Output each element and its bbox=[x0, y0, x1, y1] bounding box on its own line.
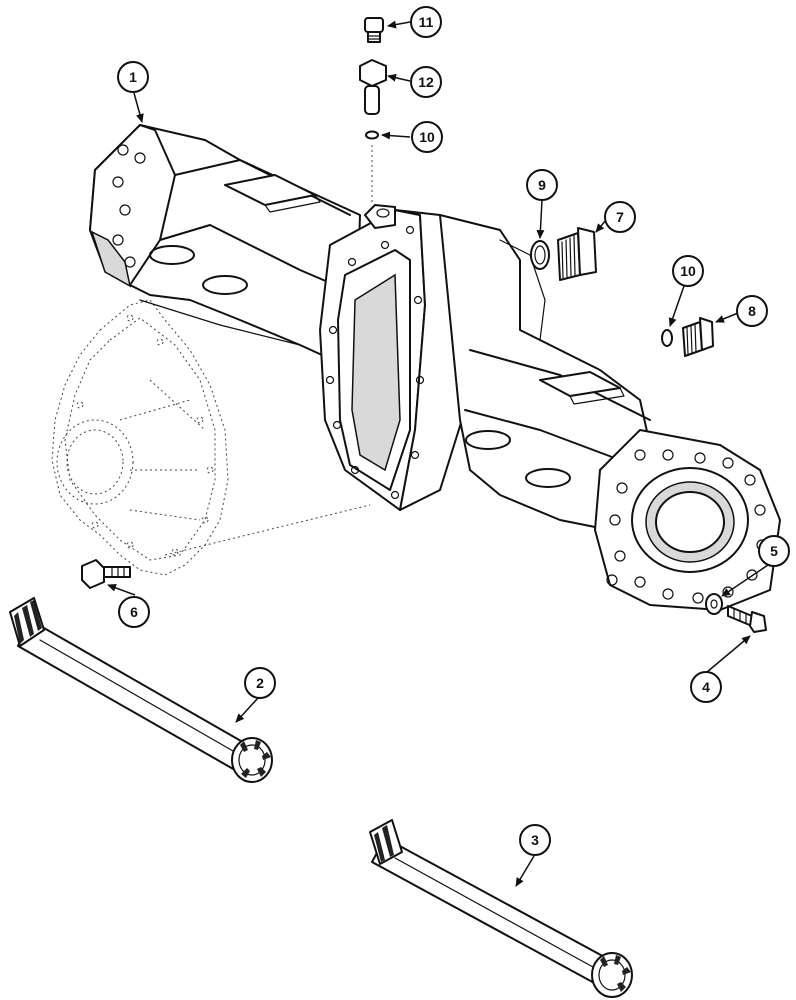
o-ring-top bbox=[365, 130, 379, 205]
left-flange-bolt-holes bbox=[112, 144, 146, 268]
callout-3-label: 3 bbox=[531, 832, 539, 848]
breather-plug bbox=[364, 17, 384, 43]
breather-fitting bbox=[359, 59, 387, 115]
callout-7: 7 bbox=[604, 201, 636, 233]
callout-2-label: 2 bbox=[256, 675, 264, 691]
callout-3: 3 bbox=[519, 824, 551, 856]
axle-housing bbox=[89, 124, 781, 611]
bolt-4 bbox=[727, 605, 767, 633]
callout-4: 4 bbox=[690, 671, 722, 703]
axle-shaft-3 bbox=[369, 819, 633, 998]
callout-7-label: 7 bbox=[616, 209, 624, 225]
callout-8-label: 8 bbox=[748, 303, 756, 319]
shaft-2-left-spline bbox=[9, 597, 45, 647]
differential-carrier bbox=[51, 299, 371, 576]
callout-1: 1 bbox=[117, 61, 149, 93]
carrier-bolt bbox=[81, 559, 131, 589]
callout-5: 5 bbox=[758, 535, 790, 567]
seal-washer-9 bbox=[530, 240, 550, 270]
carrier-bolt-holes bbox=[76, 314, 214, 556]
callout-9-label: 9 bbox=[538, 177, 546, 193]
callout-1-label: 1 bbox=[129, 69, 137, 85]
o-ring-10 bbox=[661, 329, 673, 347]
callout-10b-label: 10 bbox=[680, 263, 696, 279]
callout-6-label: 6 bbox=[130, 604, 138, 620]
right-flange-bolt-holes bbox=[606, 449, 768, 604]
plug-7 bbox=[557, 227, 597, 281]
shaft-2-right-spline bbox=[231, 737, 273, 783]
callout-2: 2 bbox=[244, 667, 276, 699]
callout-10b: 10 bbox=[672, 255, 704, 287]
shaft-3-left-spline bbox=[369, 819, 403, 865]
callout-12: 12 bbox=[410, 66, 442, 98]
callout-9: 9 bbox=[526, 169, 558, 201]
callout-5-label: 5 bbox=[770, 543, 778, 559]
callout-11: 11 bbox=[410, 6, 442, 38]
callout-6: 6 bbox=[118, 596, 150, 628]
callout-12-label: 12 bbox=[418, 74, 434, 90]
callout-10a-label: 10 bbox=[419, 129, 435, 145]
center-flange-bolt-holes bbox=[325, 225, 425, 500]
leader-lines bbox=[107, 20, 769, 887]
callout-10a: 10 bbox=[411, 121, 443, 153]
callout-4-label: 4 bbox=[702, 679, 710, 695]
callout-11-label: 11 bbox=[419, 14, 434, 30]
plug-8 bbox=[682, 317, 714, 357]
washer-5 bbox=[705, 593, 723, 615]
axle-shaft-2 bbox=[9, 597, 273, 783]
callout-8: 8 bbox=[736, 295, 768, 327]
shaft-3-right-spline bbox=[591, 952, 633, 998]
